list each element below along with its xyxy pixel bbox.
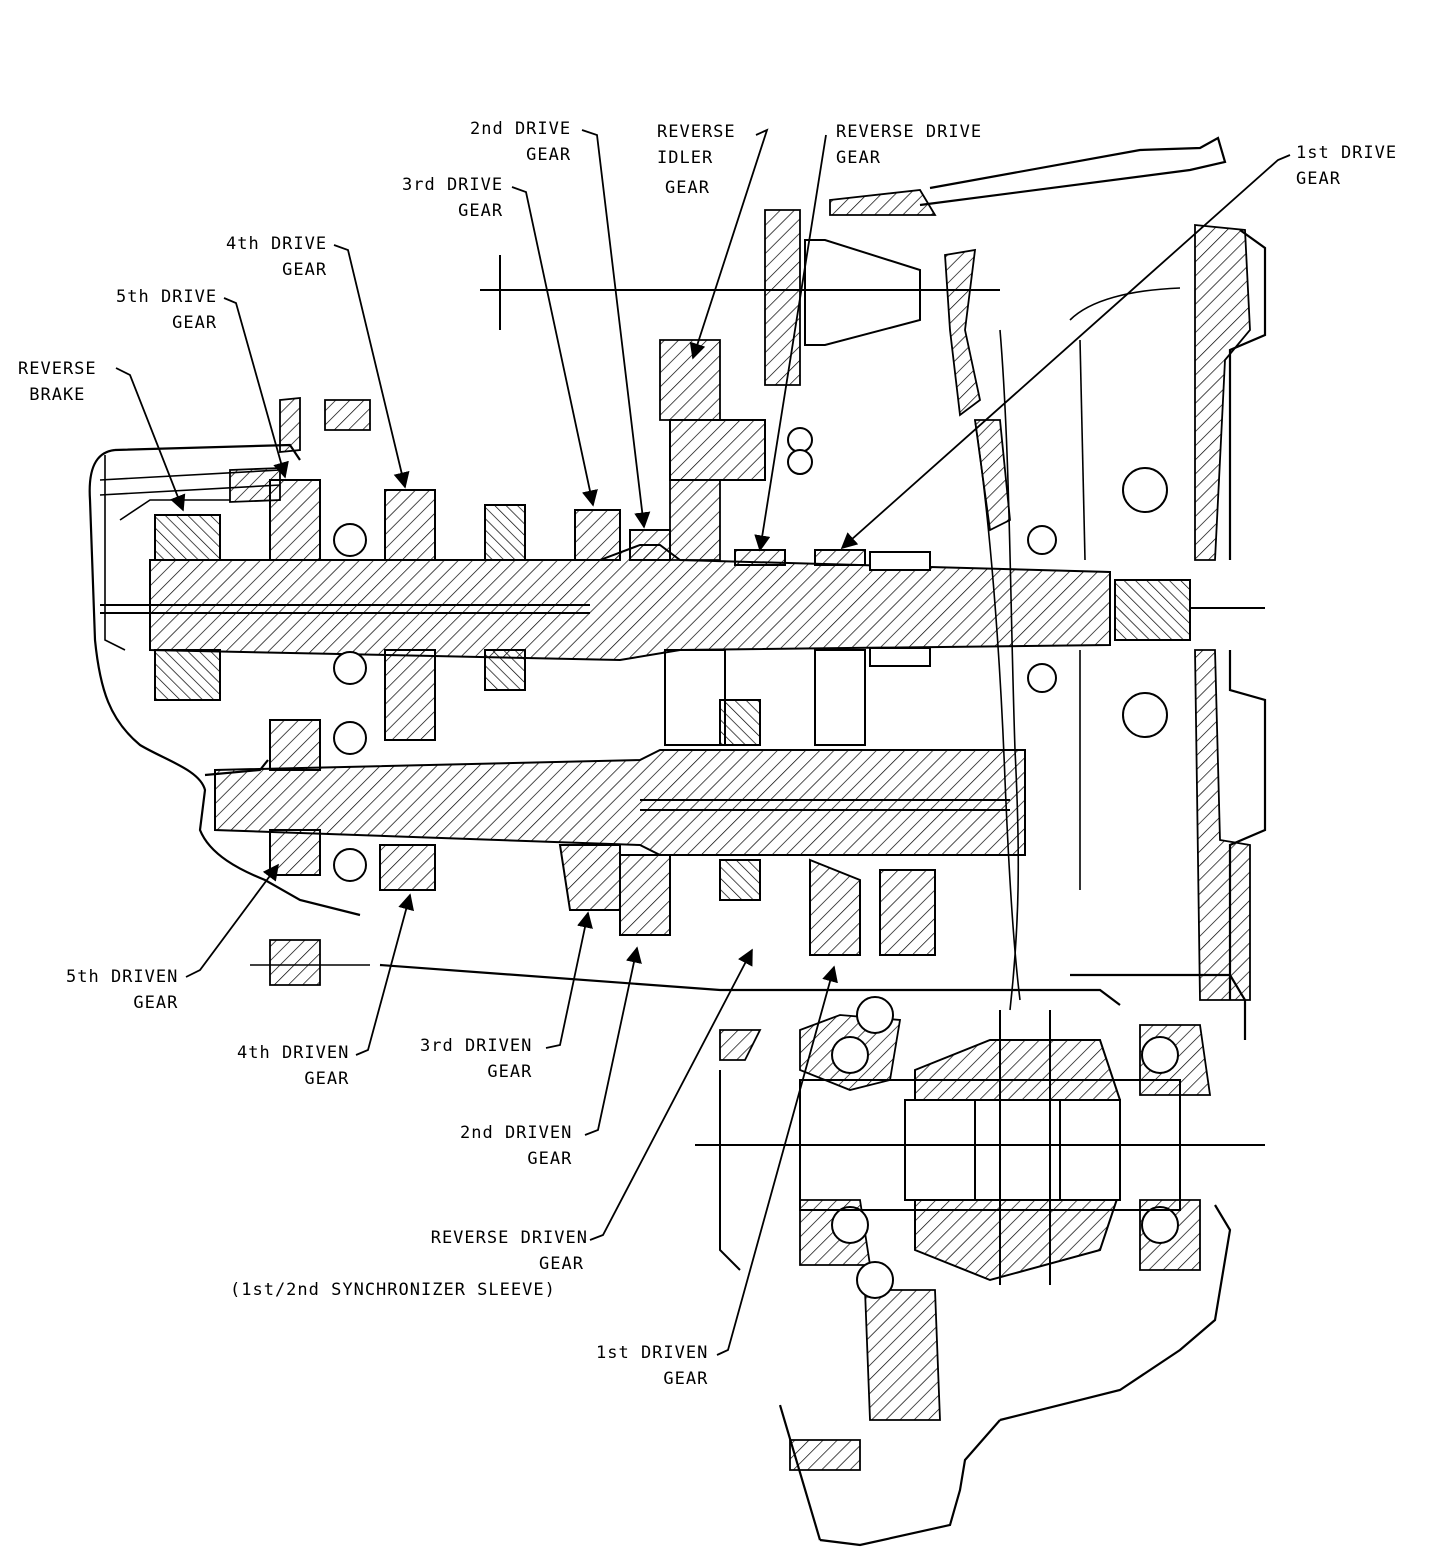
transmission-housing (88, 136, 1267, 1547)
leader-2nd-driven (584, 946, 642, 1136)
reverse-brake-and-housing-lines (99, 287, 1181, 1011)
label-4th-driven-gear: 4th DRIVEN GEAR (237, 1043, 350, 1089)
leader-3rd-drive (511, 186, 598, 507)
label-reverse-drive-gear: REVERSE DRIVE GEAR (836, 122, 983, 168)
input-shaft (100, 544, 1265, 662)
label-reverse-driven-gear: REVERSE DRIVEN GEAR (1st/2nd SYNCHRONIZE… (230, 1228, 588, 1300)
input-gears (154, 479, 931, 741)
label-4th-drive-gear: 4th DRIVE GEAR (226, 234, 328, 280)
reverse-idler-shaft (480, 239, 1000, 481)
leader-3rd-driven (545, 911, 593, 1049)
label-3rd-drive-gear: 3rd DRIVE GEAR (402, 175, 504, 221)
label-2nd-drive-gear: 2nd DRIVE GEAR (470, 119, 572, 165)
output-gears (269, 649, 936, 956)
label-2nd-driven-gear: 2nd DRIVEN GEAR (460, 1123, 573, 1169)
leader-1st-drive (840, 154, 1291, 550)
label-5th-driven-gear: 5th DRIVEN GEAR (66, 967, 179, 1013)
leader-reverse-driven (589, 948, 753, 1241)
leader-5th-driven (185, 863, 279, 978)
bearings (333, 427, 1179, 1299)
leader-reverse-brake (115, 367, 186, 512)
label-reverse-idler-gear: REVERSE IDLER GEAR (657, 122, 736, 198)
leader-1st-driven (716, 965, 838, 1356)
output-shaft (214, 749, 1026, 856)
housing-section-hatch (229, 189, 1251, 1471)
differential-assembly (695, 1010, 1265, 1285)
label-5th-drive-gear: 5th DRIVE GEAR (116, 287, 218, 333)
leader-arrows (115, 128, 1291, 1356)
label-reverse-brake: REVERSE BRAKE (18, 359, 97, 405)
label-1st-drive-gear: 1st DRIVE GEAR (1296, 143, 1398, 189)
leader-reverse-idler (689, 128, 769, 360)
leader-5th-drive (223, 297, 289, 479)
label-1st-driven-gear: 1st DRIVEN GEAR (596, 1343, 709, 1389)
leader-4th-driven (355, 893, 415, 1056)
leader-4th-drive (333, 244, 410, 489)
label-3rd-driven-gear: 3rd DRIVEN GEAR (420, 1036, 533, 1082)
leader-2nd-drive (581, 129, 651, 529)
leader-reverse-drive (754, 134, 827, 552)
